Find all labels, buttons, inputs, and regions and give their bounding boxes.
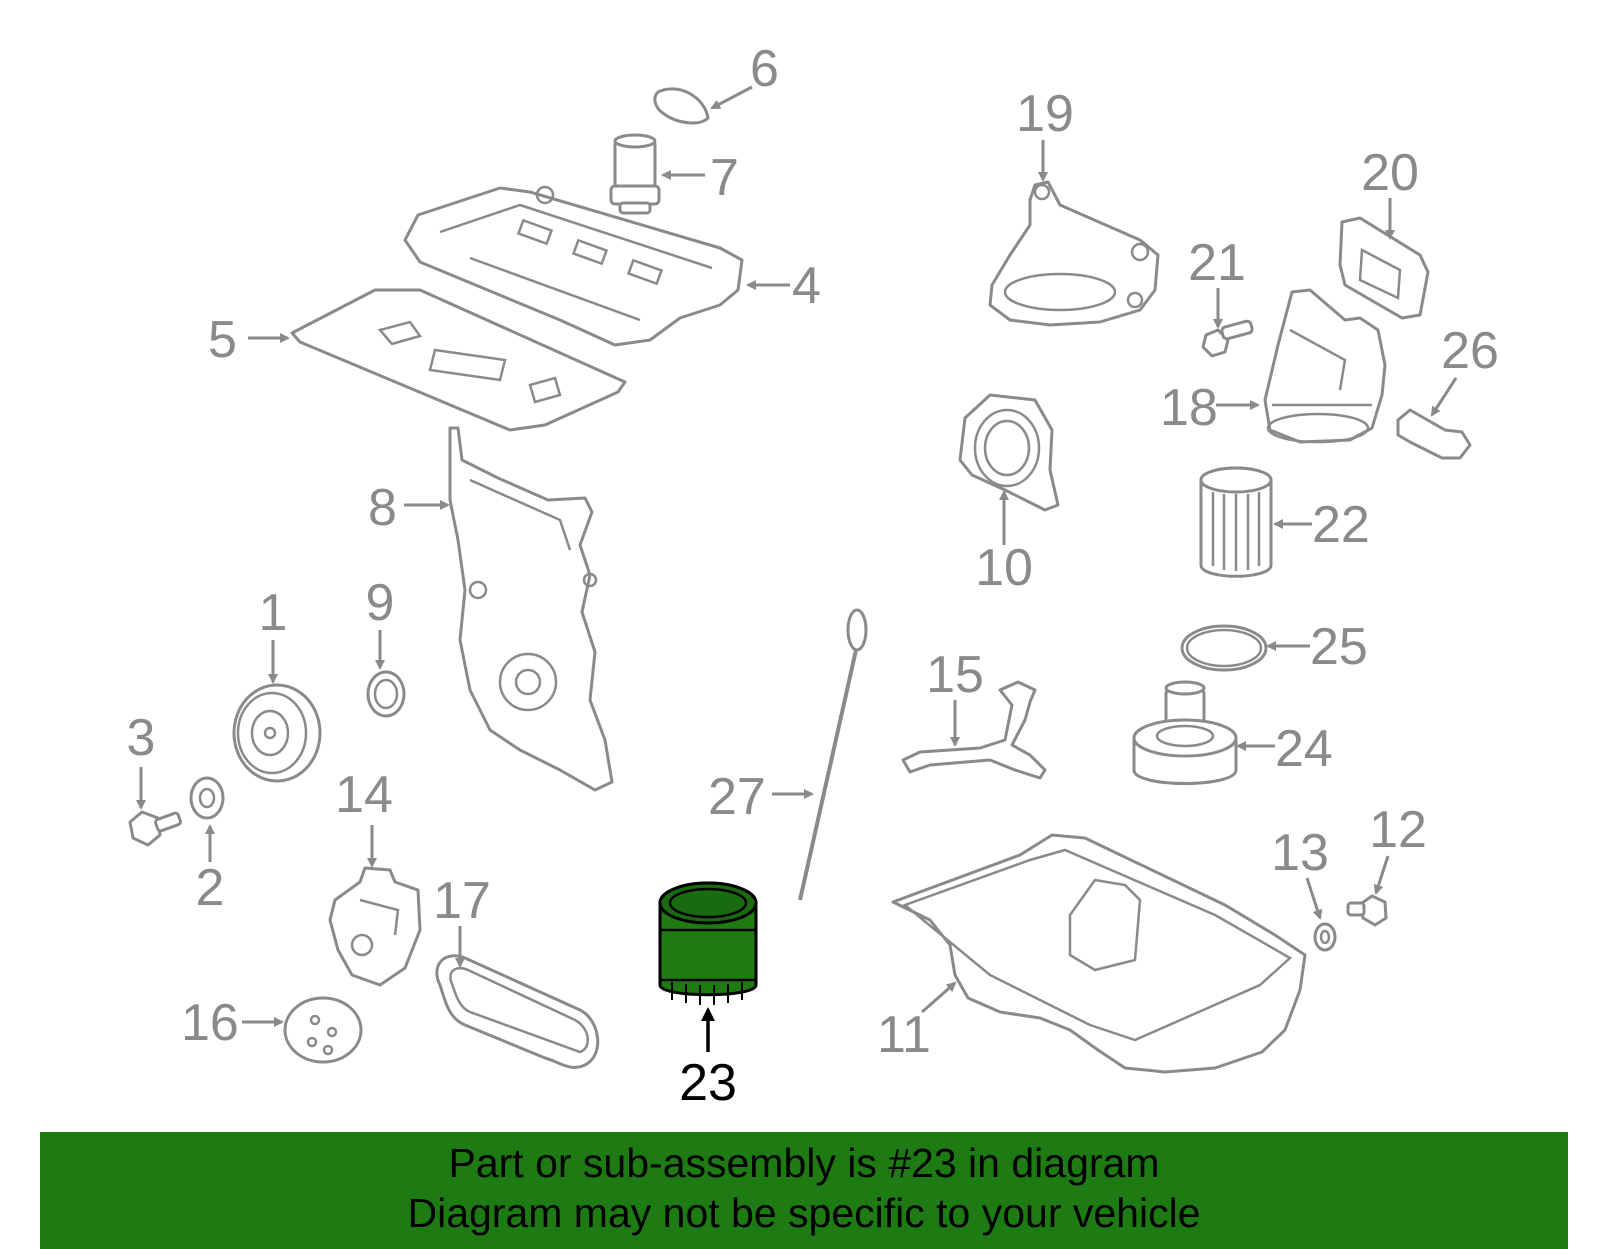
callout-6: 6 (750, 40, 779, 98)
part-21-bolt[interactable] (1201, 288, 1254, 358)
callout-8: 8 (368, 479, 397, 537)
callout-10: 10 (975, 539, 1033, 597)
parts-diagram: 6 7 4 5 8 1 9 3 2 14 17 16 27 23 15 11 1… (127, 40, 1499, 1112)
callout-22: 22 (1312, 496, 1370, 554)
banner-line-1: Part or sub-assembly is #23 in diagram (448, 1140, 1160, 1186)
part-26-sensor[interactable] (1396, 377, 1472, 460)
callout-labels: 6 7 4 5 8 1 9 3 2 14 17 16 27 23 15 11 1… (127, 40, 1499, 1112)
banner-line-2: Diagram may not be specific to your vehi… (407, 1190, 1201, 1236)
callout-1: 1 (259, 584, 288, 642)
callout-4: 4 (792, 257, 821, 315)
part-6-filler-cap[interactable] (653, 85, 753, 125)
part-10-seal-housing[interactable] (958, 393, 1060, 545)
callout-3: 3 (127, 709, 156, 767)
info-banner: Part or sub-assembly is #23 in diagram D… (40, 1132, 1568, 1249)
callout-12: 12 (1369, 801, 1427, 859)
part-22-filter-element[interactable] (1199, 466, 1312, 578)
part-7-filler-neck[interactable] (609, 133, 705, 215)
callout-19: 19 (1016, 85, 1074, 143)
callout-26: 26 (1441, 322, 1499, 380)
part-23-oil-filter[interactable] (658, 881, 758, 1052)
callout-27: 27 (708, 768, 766, 826)
callout-18: 18 (1160, 379, 1218, 437)
callout-5: 5 (208, 311, 237, 369)
part-16-plate[interactable] (242, 996, 363, 1064)
part-18-filter-housing[interactable] (1216, 288, 1387, 444)
part-20-gasket[interactable] (1338, 198, 1430, 320)
callout-2: 2 (196, 859, 225, 917)
callout-16: 16 (181, 994, 239, 1052)
part-13-washer[interactable] (1305, 877, 1337, 952)
callout-13: 13 (1271, 824, 1329, 882)
callout-23: 23 (679, 1054, 737, 1112)
callout-25: 25 (1310, 618, 1368, 676)
part-3-bolt[interactable] (128, 767, 182, 847)
callout-20: 20 (1361, 144, 1419, 202)
callout-17: 17 (433, 872, 491, 930)
part-15-pickup[interactable] (901, 680, 1047, 780)
callout-11: 11 (877, 1006, 931, 1064)
part-5-gasket[interactable] (248, 288, 627, 432)
callout-24: 24 (1275, 720, 1333, 778)
part-25-o-ring[interactable] (1180, 624, 1310, 672)
part-24-filter-cap[interactable] (1132, 680, 1275, 785)
part-4-valve-cover[interactable] (403, 185, 790, 347)
callout-7: 7 (710, 149, 739, 207)
part-2-washer[interactable] (189, 776, 225, 862)
part-9-seal[interactable] (366, 630, 406, 718)
part-27-dipstick[interactable] (772, 608, 868, 901)
part-14-oil-pump[interactable] (328, 825, 422, 987)
callout-9: 9 (366, 574, 395, 632)
part-12-drain-plug[interactable] (1346, 855, 1390, 927)
callout-21: 21 (1188, 234, 1246, 292)
callout-15: 15 (926, 646, 984, 704)
part-19-adapter[interactable] (988, 140, 1160, 327)
part-8-timing-cover[interactable] (404, 426, 614, 792)
callout-14: 14 (335, 766, 393, 824)
part-17-chain[interactable] (435, 926, 600, 1069)
part-1-pulley[interactable] (232, 640, 322, 783)
part-11-oil-pan[interactable] (891, 833, 1307, 1074)
